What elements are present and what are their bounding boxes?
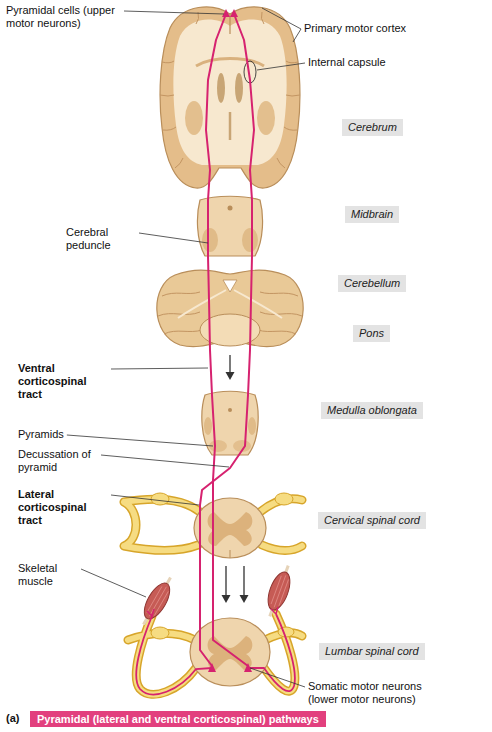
region-name: Cerebellum [344,277,400,290]
direction-arrowhead [222,595,249,603]
skeletal-muscle-right [261,563,296,620]
direction-arrowhead [226,372,235,380]
lower-motor-axon [136,614,295,694]
region-name: Cerebrum [348,121,397,134]
muscle-belly [264,569,295,613]
structure-label: Internal capsule [308,56,386,69]
anterior-fissure [230,550,231,558]
dorsal-root-ganglion [275,493,293,505]
region-name: Pons [359,327,384,340]
cerebellum-section [157,270,303,346]
leader-line [293,29,301,42]
region-name: Midbrain [351,208,393,221]
leader-line [257,63,305,70]
cerebrum-cortex [160,7,300,188]
figure-caption: Pyramidal (lateral and ventral corticosp… [30,711,326,727]
region-name: Cervical spinal cord [324,514,420,527]
structure-label: (a) [6,712,19,725]
basal-nuclei [257,101,275,135]
cervical-cord-section [194,498,266,558]
region-label-box: Cerebellum [338,275,406,292]
cerebrum-white-matter [173,19,286,165]
dorsal-root-ganglion [151,493,169,505]
skeletal-muscle-left [136,573,179,629]
third-ventricle [229,112,232,140]
region-name: Lumbar spinal cord [325,645,419,658]
leader-line [262,8,301,29]
sulcus [160,12,300,168]
structure-label: Decussation of pyramid [18,448,98,474]
region-label-box: Cerebrum [342,119,403,136]
region-label-box: Midbrain [345,206,399,223]
lower-motor-neuron-body [208,663,252,672]
fourth-ventricle [223,280,237,292]
cerebral-aqueduct [228,206,233,211]
cerebral-peduncle-shape [242,228,258,252]
basal-nuclei [185,101,203,135]
spinal-nerve [128,614,302,694]
olive [248,417,256,435]
ventral-corticospinal-tract-line [206,14,248,666]
structure-label: Somatic motor neurons (lower motor neuro… [308,680,426,706]
structure-label: Skeletal muscle [18,562,78,588]
structure-label: Primary motor cortex [304,22,406,35]
leader-line [101,455,229,467]
lateral-ventricle [235,73,243,103]
region-label-box: Lumbar spinal cord [319,643,425,660]
corpus-callosum [196,59,264,67]
leader-line [139,233,208,243]
structure-label: Lateral corticospinal tract [18,488,108,527]
structure-label: Pyramidal cells (upper motor neurons) [6,4,121,30]
structure-label: Ventral corticospinal tract [18,362,108,401]
leader-line [124,11,224,14]
region-label-box: Cervical spinal cord [318,512,426,529]
direction-arrow [229,355,230,373]
leader-line [67,435,213,446]
dorsal-root-ganglion [278,627,294,637]
direction-arrow [226,566,244,596]
motor-end-plate [147,607,278,616]
lateral-corticospinal-tract-line [200,14,254,666]
region-label-box: Medulla oblongata [321,402,423,419]
muscle-belly [139,579,175,623]
cerebral-peduncle-shape [202,228,218,252]
structure-label: Cerebral peduncle [66,226,136,252]
spinal-nerve [128,614,302,694]
muscle-fibers [270,574,289,609]
structure-label: Pyramids [18,428,64,441]
pyramidal-cell-body [222,9,238,17]
gray-matter [208,512,253,546]
leader-line [111,368,208,369]
olive [204,417,212,435]
region-label-box: Pons [353,325,390,342]
dorsal-root-ganglion [151,627,169,639]
leader-line [250,668,305,687]
lateral-ventricle [217,73,225,103]
region-name: Medulla oblongata [327,404,417,417]
central-canal [228,408,232,412]
leader-line [111,495,199,505]
leader-line [81,569,146,597]
